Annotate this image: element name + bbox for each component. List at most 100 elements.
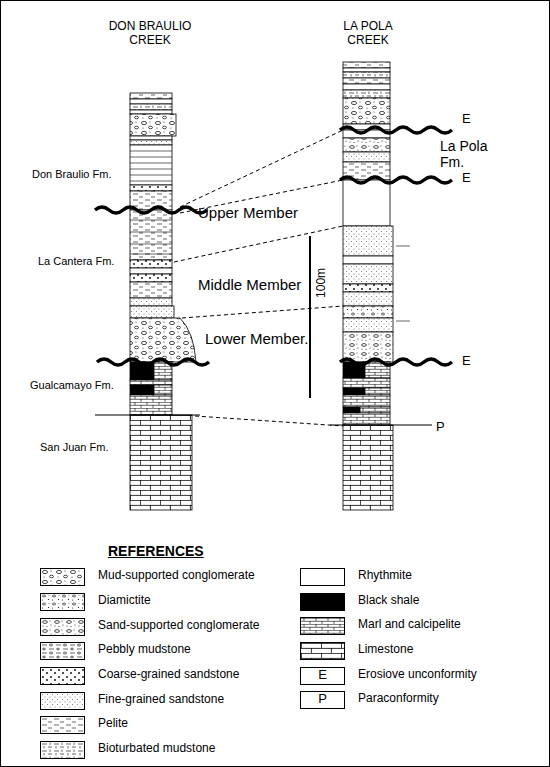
legend-text: Mud-supported conglomerate [98,569,255,583]
right-column-layers [343,152,390,162]
legend-swatch [40,593,85,611]
right-column-layers [343,138,390,152]
correlation-line [174,226,343,262]
right-column-layers [343,318,393,332]
legend-swatch [40,741,85,759]
left-column-layers [130,210,172,260]
unconformity-mark: E [462,171,482,186]
correlation-line [195,416,343,426]
column-heading: LA POLA CREEK [335,20,401,48]
rhythmite-laminae [130,169,172,170]
legend-text: Marl and calcipelite [358,618,461,632]
rhythmite-laminae [130,163,172,164]
legend-text: Sand-supported conglomerate [98,619,259,633]
legend-text: Pebbly mudstone [98,643,191,657]
legend-pattern [41,569,84,585]
right-column-layers [343,395,390,407]
right-column-layers [343,407,360,413]
left-column-layers [154,385,172,395]
formation-name: La Cantera Fm. [38,255,130,268]
correlation-line [180,130,343,207]
left-column-layers [130,93,196,510]
right-column-layers [343,292,393,306]
legend-swatch [300,568,345,586]
rhythmite-laminae [130,151,172,152]
legend-pattern [41,693,84,709]
paraconformity-mark: P [436,420,456,435]
right-column-layers [343,98,390,124]
legend-symbol: E [300,668,345,683]
correlation-line [182,306,343,318]
right-column-layers [343,388,365,395]
paraconformity-line [95,415,432,425]
right-column-layers [343,90,390,98]
rhythmite-laminae [396,321,410,322]
erosive-unconformity [95,127,452,365]
legend-pattern [41,668,84,684]
left-column-layers [130,185,172,191]
legend-pattern [41,742,84,758]
left-column-layers [130,298,172,306]
legend-heading: REFERENCES [108,543,248,559]
right-column-layers [343,256,393,264]
left-column-layers [130,136,172,140]
rhythmite-laminae [130,254,172,255]
formation-name: San Juan Fm. [40,441,130,454]
legend-pattern [41,668,84,684]
member-name: Middle Member [198,276,328,293]
left-column-layers [130,93,172,99]
scale-label: 100m [315,258,329,308]
left-column-layers [130,110,172,114]
left-column-layers [130,191,172,210]
legend-pattern [41,643,84,659]
right-column-layers [343,62,390,68]
legend-swatch [40,692,85,710]
right-column-layers [343,68,390,72]
legend-pattern [301,618,344,634]
legend-pattern [41,594,84,610]
legend-text: Limestone [358,643,413,657]
left-column-layers [130,114,176,136]
legend-text: Pelite [98,717,128,731]
right-column-layers [360,407,390,413]
right-column-layers [343,413,390,425]
legend-pattern [41,717,84,733]
left-column-layers [130,268,172,274]
rhythmite-laminae [130,181,172,182]
legend-swatch [40,568,85,586]
left-column-layers [130,385,154,395]
right-column-layers [343,425,393,510]
legend-pattern [41,643,84,659]
erosive-unconformity [340,127,452,133]
formation-name: Gualcamayo Fm. [30,379,130,392]
right-column-layers [343,284,393,292]
erosive-unconformity [340,177,452,183]
correlation-line [174,130,343,426]
right-column-layers [343,264,393,284]
legend-pattern [41,569,84,585]
left-column-layers [130,99,172,104]
legend-text: Rhythmite [358,569,412,583]
right-column-layers [365,388,390,395]
legend-text: Diamictite [98,594,151,608]
erosive-unconformity [340,359,452,365]
legend-pattern [41,619,84,635]
legend-swatch [40,642,85,660]
erosive-unconformity [97,359,209,365]
legend-swatch [300,593,345,611]
legend-text: Black shale [358,594,419,608]
left-column-layers [130,282,172,298]
legend-text: Erosiove unconformity [358,668,477,682]
paraconformity-line [330,424,432,425]
left-column-layers [130,395,172,415]
right-column-layers [343,332,393,362]
legend-swatch [40,618,85,636]
legend-swatch [40,716,85,734]
column-heading: DON BRAULIO CREEK [100,20,200,48]
legend-pattern [41,693,84,709]
left-column-layers [130,274,172,282]
left-column-layers [130,104,172,110]
right-column-layers [343,72,390,78]
paraconformity-line [95,414,200,415]
